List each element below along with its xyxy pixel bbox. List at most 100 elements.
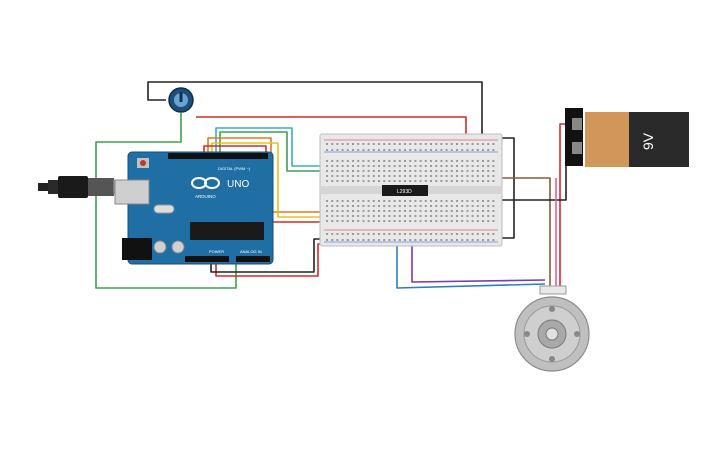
breadboard-hole [482, 205, 484, 207]
breadboard-hole [346, 149, 349, 151]
potentiometer-icon[interactable] [168, 87, 194, 113]
wire-bat-black[interactable] [499, 159, 572, 201]
breadboard-hole [456, 220, 458, 222]
breadboard-hole [461, 239, 464, 241]
wire-pot-gnd[interactable] [147, 81, 483, 138]
breadboard-hole [461, 200, 464, 202]
breadboard-hole [414, 175, 417, 177]
breadboard-hole [424, 175, 427, 177]
breadboard-hole [398, 220, 401, 222]
breadboard-hole [430, 165, 432, 167]
breadboard-hole [409, 239, 412, 241]
breadboard-hole [466, 180, 469, 182]
breadboard-hole [398, 149, 401, 151]
arduino-uno-board[interactable]: UNO ARDUINO DIGITAL (PWM ~) POWER ANALOG… [114, 151, 274, 265]
breadboard-hole [341, 239, 344, 241]
breadboard-hole [388, 205, 391, 207]
breadboard-hole [388, 149, 391, 151]
wire-pot-wiper[interactable] [95, 113, 237, 289]
breadboard-hole [440, 220, 443, 222]
breadboard-hole [482, 220, 484, 222]
motor-driver-chip[interactable]: L293D [382, 185, 428, 196]
breadboard-hole [414, 165, 417, 167]
breadboard-hole [341, 170, 344, 172]
breadboard-hole [404, 220, 406, 222]
breadboard-hole [326, 239, 328, 241]
breadboard-hole [456, 205, 458, 207]
wire-gnd[interactable] [210, 238, 328, 273]
breadboard-hole [331, 165, 334, 167]
breadboard-hole [346, 143, 349, 145]
breadboard-hole [378, 210, 380, 212]
breadboard-hole [352, 215, 354, 217]
breadboard-hole [487, 165, 490, 167]
breadboard-hole [466, 205, 469, 207]
wire-d-teal[interactable] [215, 127, 330, 167]
breadboard-hole [450, 200, 453, 202]
breadboard-hole [398, 165, 401, 167]
breadboard-hole [326, 215, 328, 217]
wire-pot-vcc[interactable] [196, 116, 467, 140]
breadboard-hole [450, 210, 453, 212]
breadboard-hole [388, 143, 391, 145]
breadboard-hole [492, 175, 495, 177]
breadboard-hole [367, 175, 370, 177]
breadboard-hole [430, 210, 432, 212]
breadboard-hole [456, 210, 458, 212]
breadboard-hole [424, 233, 427, 235]
breadboard-hole [471, 160, 474, 162]
battery-9v[interactable]: 9V [565, 108, 689, 167]
breadboard-hole [383, 233, 386, 235]
breadboard-hole [409, 210, 412, 212]
breadboard-hole [440, 160, 443, 162]
breadboard-hole [378, 180, 380, 182]
breadboard-hole [383, 165, 386, 167]
breadboard-hole [357, 143, 360, 145]
breadboard-hole [372, 170, 375, 172]
breadboard-hole [476, 143, 479, 145]
breadboard-hole [346, 175, 349, 177]
wire-d-orange[interactable] [207, 137, 400, 213]
wire-right-black[interactable] [500, 137, 515, 239]
breadboard-hole [476, 175, 479, 177]
breadboard-hole [331, 215, 334, 217]
breadboard-hole [383, 143, 386, 145]
breadboard-hole [456, 165, 458, 167]
breadboard-hole [362, 215, 365, 217]
breadboard-hole [487, 220, 490, 222]
atmega-chip [190, 222, 264, 240]
breadboard-hole [414, 149, 417, 151]
breadboard-hole [331, 180, 334, 182]
breadboard-hole [466, 215, 469, 217]
breadboard-hole [372, 239, 375, 241]
breadboard-hole [336, 170, 339, 172]
power-header[interactable] [185, 256, 229, 262]
breadboard-hole [471, 165, 474, 167]
breadboard-hole [414, 239, 417, 241]
breadboard-hole [476, 200, 479, 202]
breadboard-hole [398, 180, 401, 182]
breadboard-hole [331, 170, 334, 172]
breadboard-hole [492, 210, 495, 212]
breadboard-hole [336, 210, 339, 212]
breadboard-hole [487, 200, 490, 202]
breadboard-hole [367, 180, 370, 182]
breadboard-hole [352, 220, 354, 222]
breadboard-hole [445, 200, 448, 202]
dc-motor-icon[interactable] [514, 285, 590, 372]
digital-header[interactable] [168, 153, 268, 159]
breadboard-hole [383, 149, 386, 151]
breadboard-hole [424, 210, 427, 212]
breadboard-hole [362, 200, 365, 202]
breadboard-hole [487, 143, 490, 145]
wire-d-red[interactable] [203, 145, 330, 223]
breadboard-hole [435, 180, 438, 182]
breadboard-hole [346, 239, 349, 241]
breadboard-hole [466, 200, 469, 202]
breadboard-hole [357, 205, 360, 207]
analog-header[interactable] [236, 256, 270, 262]
breadboard-hole [378, 170, 380, 172]
breadboard-hole [471, 149, 474, 151]
breadboard-hole [372, 233, 375, 235]
